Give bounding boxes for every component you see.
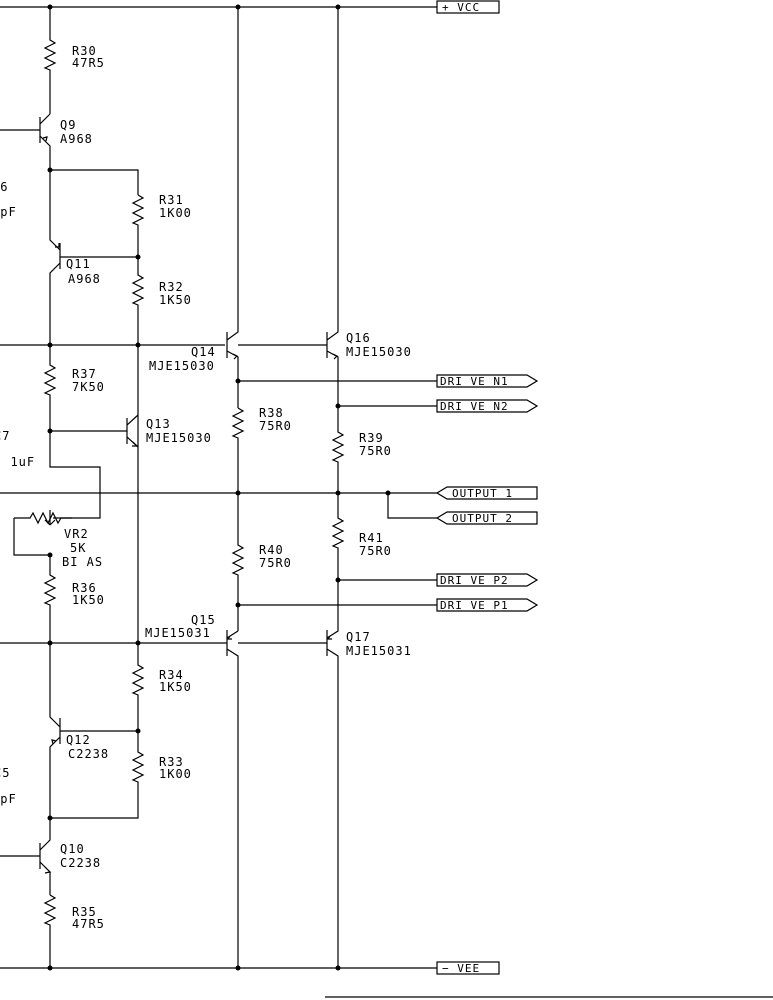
q9-ref: Q9 [60, 118, 76, 132]
output-2-label: OUTPUT 2 [452, 512, 513, 525]
transistor-q14: Q14 MJE15030 [149, 7, 239, 408]
resistor-r35: R35 47R5 [43, 894, 105, 968]
q14-ref: Q14 [191, 345, 216, 359]
vcc-rail: + VCC [0, 0, 500, 14]
resistor-r36: R36 1K50 [43, 555, 105, 643]
vee-label: − VEE [442, 962, 480, 975]
r41-value: 75R0 [359, 544, 392, 558]
r31-value: 1K00 [159, 206, 192, 220]
resistor-r32: R32 1K50 [131, 257, 192, 345]
port-drive-p1: DRI VE P1 [436, 598, 539, 612]
r35-value: 47R5 [72, 917, 105, 931]
drive-p1-label: DRI VE P1 [440, 599, 509, 612]
r37-value: 7K50 [72, 380, 105, 394]
r30-value: 47R5 [72, 56, 105, 70]
q12-value: C2238 [68, 747, 109, 761]
r32-value: 1K50 [159, 293, 192, 307]
r33-ref: R33 [159, 755, 184, 769]
q10-ref: Q10 [60, 842, 85, 856]
r38-value: 75R0 [259, 419, 292, 433]
q13-value: MJE15030 [146, 431, 212, 445]
vr2-value: 5K [70, 541, 86, 555]
q11-value: A968 [68, 272, 101, 286]
r34-ref: R34 [159, 668, 184, 682]
c6-value: 2pF [0, 205, 17, 219]
drive-n1-label: DRI VE N1 [440, 375, 509, 388]
transistor-q17: Q17 MJE15031 [238, 580, 412, 968]
resistor-r41: R41 75R0 [331, 493, 392, 580]
r39-ref: R39 [359, 431, 384, 445]
r36-ref: R36 [72, 581, 97, 595]
q16-ref: Q16 [346, 331, 371, 345]
r39-value: 75R0 [359, 444, 392, 458]
vr2-label: BI AS [62, 555, 103, 569]
transistor-q10: Q10 C2238 [0, 818, 101, 895]
transistor-q16: Q16 MJE15030 [238, 7, 412, 406]
resistor-r31: R31 1K00 [131, 193, 192, 257]
resistor-r30: R30 47R5 [43, 7, 105, 114]
output-1-label: OUTPUT 1 [452, 487, 513, 500]
q13-ref: Q13 [146, 417, 171, 431]
transistor-q12: Q12 C2238 [49, 643, 138, 818]
r38-ref: R38 [259, 406, 284, 420]
potentiometer-vr2: VR2 5K BI AS [13, 510, 103, 569]
c6-ref: C6 [0, 180, 8, 194]
resistor-r37: R37 7K50 [43, 345, 105, 431]
q9-value: A968 [60, 132, 93, 146]
q11-ref: Q11 [66, 257, 91, 271]
q17-ref: Q17 [346, 630, 371, 644]
q16-value: MJE15030 [346, 345, 412, 359]
drive-p2-label: DRI VE P2 [440, 574, 509, 587]
r34-value: 1K50 [159, 680, 192, 694]
r31-ref: R31 [159, 193, 184, 207]
r33-value: 1K00 [159, 767, 192, 781]
r40-ref: R40 [259, 543, 284, 557]
r35-ref: R35 [72, 905, 97, 919]
vcc-label: + VCC [442, 1, 480, 14]
r36-value: 1K50 [72, 593, 105, 607]
transistor-q9: Q9 A968 [0, 113, 93, 170]
c7-value: . 1uF [0, 455, 35, 469]
q17-value: MJE15031 [346, 644, 412, 658]
port-output-1: OUTPUT 1 [435, 486, 538, 500]
resistor-r38: R38 75R0 [231, 406, 292, 493]
r30-ref: R30 [72, 44, 97, 58]
transistor-q13: Q13 MJE15030 [50, 414, 212, 448]
resistor-r34: R34 1K50 [131, 643, 192, 731]
q15-value: MJE15031 [145, 626, 211, 640]
c5-ref: C5 [0, 766, 10, 780]
q15-ref: Q15 [191, 613, 216, 627]
r41-ref: R41 [359, 531, 384, 545]
resistor-r39: R39 75R0 [331, 406, 392, 493]
port-drive-p2: DRI VE P2 [436, 573, 539, 587]
vr2-ref: VR2 [64, 527, 89, 541]
q10-value: C2238 [60, 856, 101, 870]
port-drive-n2: DRI VE N2 [436, 399, 539, 413]
r37-ref: R37 [72, 367, 97, 381]
q14-value: MJE15030 [149, 359, 215, 373]
transistor-q15: Q15 MJE15031 [145, 613, 239, 968]
resistor-r33: R33 1K00 [50, 731, 192, 819]
transistor-q11: Q11 A968 [49, 170, 138, 345]
r40-value: 75R0 [259, 556, 292, 570]
resistor-r40: R40 75R0 [231, 493, 292, 631]
r32-ref: R32 [159, 280, 184, 294]
vee-rail: − VEE [0, 961, 500, 975]
c7-ref: C7 [0, 429, 10, 443]
drive-n2-label: DRI VE N2 [440, 400, 509, 413]
port-drive-n1: DRI VE N1 [436, 374, 539, 388]
q12-ref: Q12 [66, 733, 91, 747]
c5-value: 2pF [0, 792, 17, 806]
port-output-2: OUTPUT 2 [435, 511, 538, 525]
